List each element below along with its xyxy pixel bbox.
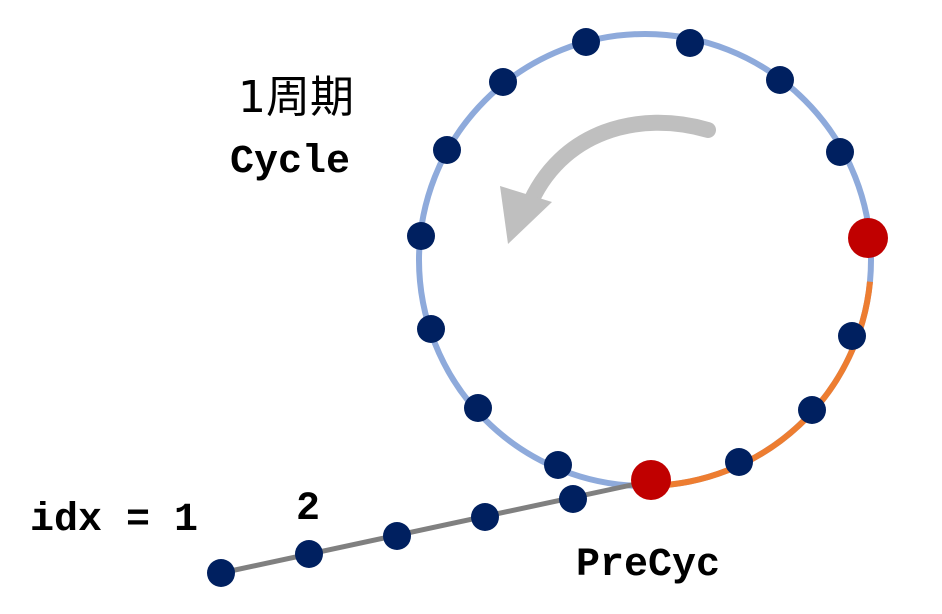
node: [464, 394, 492, 422]
node: [826, 138, 854, 166]
node: [489, 68, 517, 96]
node: [417, 315, 445, 343]
precycle-arc: [650, 281, 873, 489]
node: [676, 29, 704, 57]
node: [725, 448, 753, 476]
key-node: [631, 460, 671, 500]
cycle-label: Cycle: [230, 140, 350, 185]
node: [207, 559, 235, 587]
nodes: [207, 28, 888, 587]
arrow-head: [500, 186, 552, 244]
node: [471, 503, 499, 531]
arrow-shaft: [520, 114, 716, 216]
counterclockwise-arrow-icon: [500, 114, 716, 244]
node: [295, 540, 323, 568]
precyc-label: PreCyc: [576, 543, 720, 588]
node: [559, 485, 587, 513]
key-node: [848, 218, 888, 258]
idx-label: idx = 1: [30, 498, 198, 543]
node: [766, 66, 794, 94]
node: [838, 322, 866, 350]
node: [572, 28, 600, 56]
node: [433, 136, 461, 164]
period-label: 1周期: [238, 72, 354, 123]
node: [407, 222, 435, 250]
idx-two-label: 2: [296, 487, 320, 532]
node: [798, 396, 826, 424]
node: [383, 522, 411, 550]
node: [544, 451, 572, 479]
